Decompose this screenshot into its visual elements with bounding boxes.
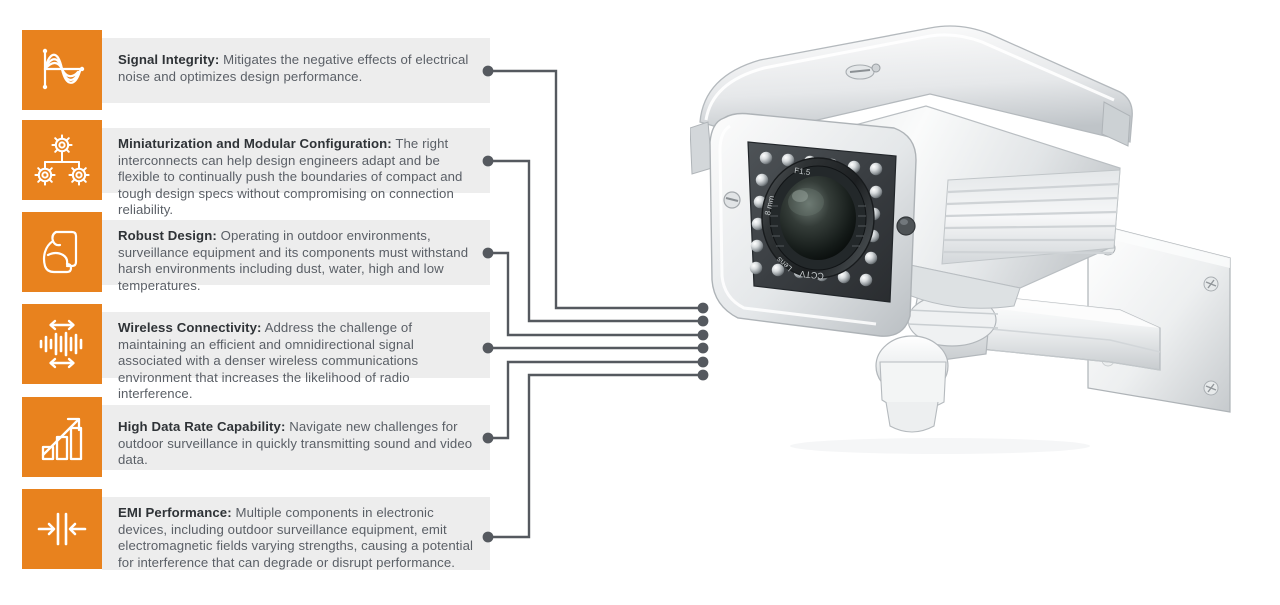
feature-text-panel: Wireless Connectivity: Address the chall… (102, 312, 490, 401)
feature-heading: Miniaturization and Modular Configuratio… (118, 136, 392, 151)
lens-marking-aperture: F1.5 (794, 166, 812, 177)
camera-mount-arm (951, 295, 1161, 371)
feature-body: The right interconnects can help design … (118, 136, 463, 217)
feature-miniaturization-modular-configuration: Miniaturization and Modular Configuratio… (22, 120, 490, 217)
feature-heading: High Data Rate Capability: (118, 419, 286, 434)
camera-lens: CCTV F1.5 8 mm Lens (761, 157, 875, 282)
lens-marking-focal: 8 mm (763, 194, 776, 216)
feature-text-panel: Signal Integrity: Mitigates the negative… (102, 38, 490, 103)
feature-text-panel: Miniaturization and Modular Configuratio… (102, 128, 490, 217)
connector-dots (482, 65, 709, 543)
feature-body: Multiple components in electronic device… (118, 505, 474, 570)
feature-heading: Robust Design: (118, 228, 217, 243)
feature-body: Address the challenge of maintaining an … (118, 320, 419, 401)
feature-emi-performance: EMI Performance: Multiple components in … (22, 489, 490, 570)
gears-hierarchy-icon (22, 120, 102, 200)
feature-text-panel: Robust Design: Operating in outdoor envi… (102, 220, 490, 293)
feature-robust-design: Robust Design: Operating in outdoor envi… (22, 212, 490, 293)
connector-line-6 (486, 373, 705, 539)
hood-lock-screw (845, 63, 881, 80)
feature-wireless-connectivity: Wireless Connectivity: Address the chall… (22, 304, 490, 401)
flexed-arm-muscle-icon (22, 212, 102, 292)
feature-text-panel: EMI Performance: Multiple components in … (102, 497, 490, 570)
feature-body: Mitigates the negative effects of electr… (118, 52, 469, 84)
feature-heading: EMI Performance: (118, 505, 232, 520)
feature-body: Navigate new challenges for outdoor surv… (118, 419, 473, 467)
camera-shadow (790, 438, 1090, 454)
feature-signal-integrity: Signal Integrity: Mitigates the negative… (22, 30, 490, 110)
connector-line-2 (486, 159, 705, 323)
lens-focus-ring (770, 205, 866, 247)
connector-line-5 (486, 360, 705, 440)
feature-heading: Signal Integrity: (118, 52, 220, 67)
feature-heading: Wireless Connectivity: (118, 320, 262, 335)
signal-waveform-icon (22, 30, 102, 110)
feature-body: Operating in outdoor environments, surve… (118, 228, 469, 293)
connector-line-1 (486, 69, 705, 310)
lens-marking-cctv: CCTV (799, 269, 824, 282)
emi-arrows-capacitor-icon (22, 489, 102, 569)
camera-heatsink-fins (941, 169, 1121, 265)
feature-high-data-rate-capability: High Data Rate Capability: Navigate new … (22, 397, 490, 477)
outdoor-bullet-surveillance-camera: CCTV F1.5 8 mm Lens (690, 25, 1231, 454)
wireless-waveform-arrows-icon (22, 304, 102, 384)
connector-line-3 (486, 251, 705, 337)
growth-bar-chart-arrow-icon (22, 397, 102, 477)
feature-text-panel: High Data Rate Capability: Navigate new … (102, 405, 490, 470)
